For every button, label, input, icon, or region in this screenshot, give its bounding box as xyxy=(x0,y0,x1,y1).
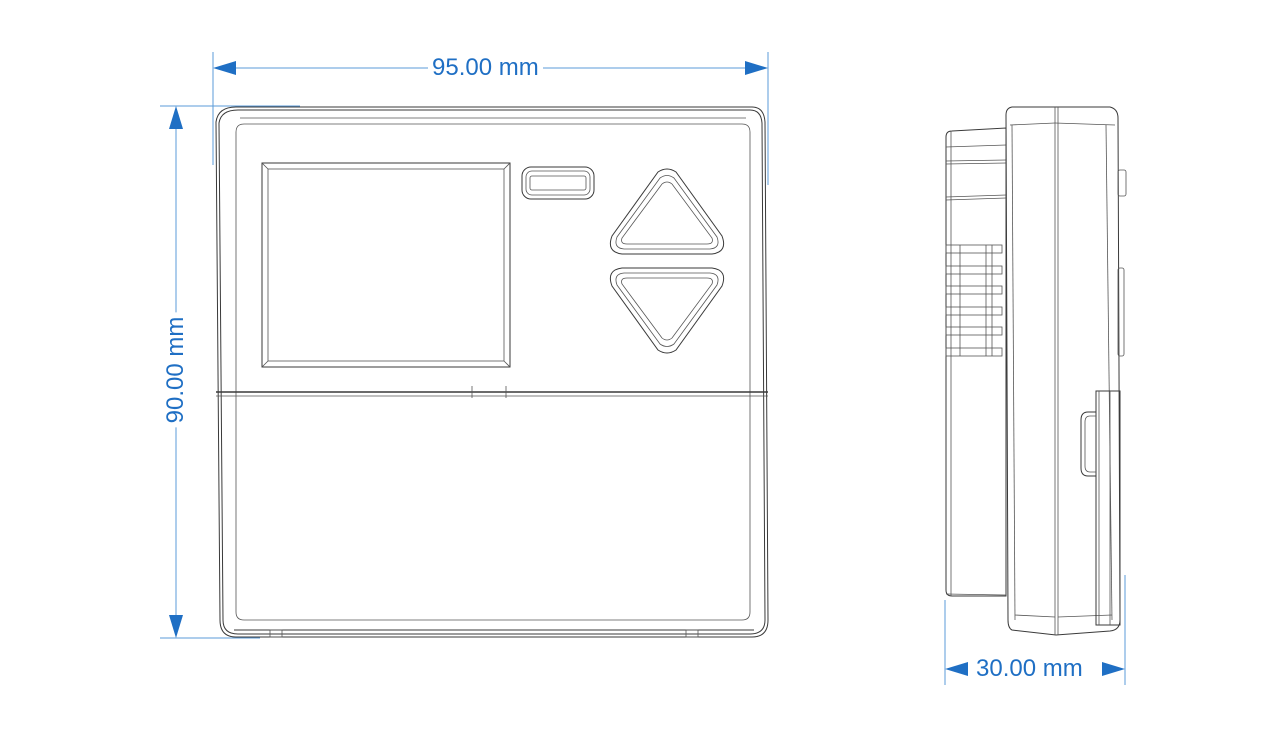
side-view xyxy=(945,106,1127,636)
arrow-down-icon xyxy=(169,615,183,638)
side-clip xyxy=(1080,390,1121,626)
arrow-left-icon xyxy=(945,662,968,676)
arrow-right-icon xyxy=(1102,662,1125,676)
display-window xyxy=(261,162,511,368)
front-cover xyxy=(1005,106,1121,636)
dimension-depth xyxy=(944,575,1126,685)
front-view xyxy=(215,106,769,638)
base-plate xyxy=(945,127,1007,597)
arrow-left-icon xyxy=(213,61,236,75)
depth-dimension-label: 30.00 mm xyxy=(972,656,1087,682)
width-dimension-label: 95.00 mm xyxy=(428,55,543,81)
side-buttons xyxy=(1117,169,1127,357)
down-arrow-button[interactable] xyxy=(609,267,725,354)
indicator-slot xyxy=(521,166,595,200)
arrow-up-icon xyxy=(169,106,183,129)
height-dimension-label: 90.00 mm xyxy=(162,312,189,428)
up-arrow-button[interactable] xyxy=(609,168,725,255)
arrow-right-icon xyxy=(745,61,768,75)
ventilation-slots xyxy=(945,244,1003,357)
